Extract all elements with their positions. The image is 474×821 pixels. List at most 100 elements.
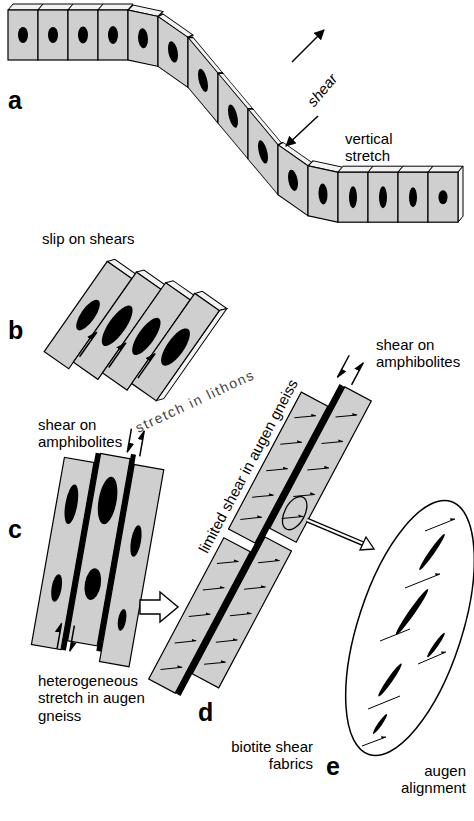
gneiss-slab xyxy=(192,537,291,688)
stretch-label: stretch in lithons xyxy=(133,366,258,436)
block-face xyxy=(248,109,278,195)
panel-letter: d xyxy=(198,698,213,727)
block-face xyxy=(188,37,218,123)
strain-ellipse xyxy=(409,187,417,207)
shear-fabric-mark xyxy=(252,487,274,506)
shear-fabric-mark xyxy=(266,460,288,479)
lithon-slab xyxy=(132,293,220,400)
strain-ellipse xyxy=(168,38,178,65)
shear-label: shear on amphibolites xyxy=(376,336,468,371)
shear-label: shear xyxy=(303,70,340,110)
shear-sense-arrow xyxy=(337,355,349,377)
shear-fabric-mark xyxy=(336,406,358,425)
stretch-label: heterogeneous stretch in augen gneiss xyxy=(38,672,170,724)
slip-arrow xyxy=(138,354,155,379)
block-top-face xyxy=(8,4,43,10)
block-top-face xyxy=(338,166,373,172)
block-face xyxy=(38,10,68,60)
biotite-fabric xyxy=(368,696,400,709)
block-face xyxy=(98,10,128,60)
shear-sense-arrow xyxy=(352,363,364,385)
shear-fabric-mark xyxy=(230,605,252,624)
slip-arrow xyxy=(109,343,126,368)
strain-ellipse xyxy=(18,27,28,43)
augen-ellipse xyxy=(49,573,64,602)
augen-ellipse xyxy=(95,475,121,525)
shear-label: shear on amphibolites xyxy=(38,416,130,451)
strain-ellipse xyxy=(258,136,268,168)
shear-arrow xyxy=(286,116,318,146)
block-face xyxy=(278,145,308,216)
block-face xyxy=(398,172,428,222)
shear-fabric-mark xyxy=(258,552,280,571)
block-face xyxy=(428,172,458,222)
block-top-face xyxy=(398,166,433,172)
strain-ellipse xyxy=(439,190,448,204)
augen-ellipse xyxy=(426,631,447,658)
shear-fabric-mark xyxy=(294,407,316,426)
strain-ellipse xyxy=(48,27,58,43)
strain-ellipse xyxy=(78,27,88,44)
zoom-marker xyxy=(277,493,312,534)
shear-fabric-mark xyxy=(321,433,343,452)
panel-letter: b xyxy=(8,316,23,345)
biotite-fabric xyxy=(418,652,446,664)
strain-ellipse xyxy=(349,186,357,208)
biotite-fabric xyxy=(405,574,440,588)
strain-ellipse xyxy=(228,100,238,132)
augen-ellipse xyxy=(116,608,128,631)
enlargement-ellipse xyxy=(319,485,474,770)
shear-fabric-mark xyxy=(189,606,211,625)
shear-fabric-mark xyxy=(161,659,183,678)
strain-ellipse xyxy=(156,324,195,370)
biotite-fabric xyxy=(425,519,455,531)
shear-arrow xyxy=(292,30,324,62)
block-side-face xyxy=(458,166,463,222)
shear-fabric-mark xyxy=(307,459,329,478)
augen-ellipse xyxy=(376,662,403,698)
shear-fabric-mark xyxy=(293,486,315,505)
augen-ellipse xyxy=(62,484,81,525)
augen-ellipse xyxy=(393,587,430,636)
alignment-label: augen alignment xyxy=(388,762,466,797)
zoom-leader xyxy=(307,520,366,545)
block-face xyxy=(158,16,188,87)
augen-ellipse xyxy=(82,567,103,601)
strain-ellipse xyxy=(288,167,298,194)
panel-letter: a xyxy=(8,86,22,115)
augen-ellipse xyxy=(371,713,388,735)
block-face xyxy=(218,73,248,159)
slip-label: slip on shears xyxy=(42,230,135,247)
strain-ellipse xyxy=(198,64,208,96)
shear-fabric-mark xyxy=(203,579,225,598)
shear-fabric-mark xyxy=(217,553,239,572)
shear-label: limited shear in augen gneiss xyxy=(195,376,301,556)
strain-ellipse xyxy=(319,183,328,206)
block-face xyxy=(368,172,398,222)
block-face xyxy=(308,166,338,222)
fabric-label: biotite shear fabrics xyxy=(215,738,313,773)
shear-sense-arrow xyxy=(70,626,75,652)
panel-letter: e xyxy=(326,752,340,781)
block-face xyxy=(128,10,158,66)
shear-fabric-mark xyxy=(204,654,226,673)
zoom-leader xyxy=(307,520,364,544)
block-face xyxy=(338,172,368,222)
augen-ellipse xyxy=(128,524,143,557)
strain-block xyxy=(428,166,463,222)
block-top-face xyxy=(98,4,133,10)
augen-gneiss-slabs xyxy=(31,418,170,667)
shear-fabric-mark xyxy=(175,632,197,651)
augen-ellipse xyxy=(417,532,446,571)
block-face xyxy=(8,10,38,60)
strain-ellipse xyxy=(138,27,148,49)
shear-sense-arrow xyxy=(127,429,131,453)
slip-arrow xyxy=(80,332,97,357)
shear-fabric-mark xyxy=(280,434,302,453)
panel-letter: c xyxy=(8,515,22,544)
block-top-face xyxy=(368,166,403,172)
block-top-face xyxy=(428,166,463,172)
strain-ellipse xyxy=(108,26,118,44)
